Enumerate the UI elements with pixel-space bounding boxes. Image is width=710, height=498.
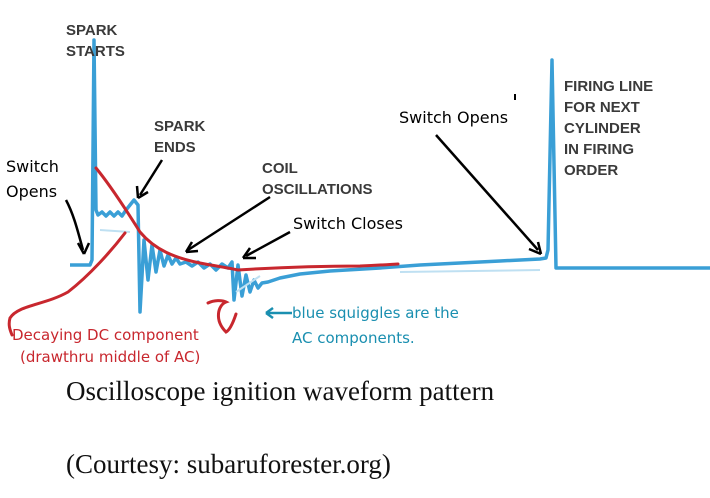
dc-hook-mark [206,299,238,334]
arrow-coil [187,195,271,252]
decaying-dc-line2: (drawthru middle of AC) [20,348,201,366]
blue-squiggles-line2: AC components. [292,329,415,347]
label-firing-line4: IN FIRING [564,141,634,158]
label-firing-line2: FOR NEXT [564,99,640,116]
caption-title: Oscilloscope ignition waveform pattern [66,376,495,406]
annotation-decaying-dc: Decaying DC component (drawthru middle o… [12,324,200,368]
tick-mark [514,94,516,100]
dc-pointer-line [7,231,127,337]
label-firing-line1: FIRING LINE [564,78,654,95]
annotation-blue-squiggles: blue squiggles are the AC components. [292,301,459,351]
arrow-switch-closes [245,230,291,258]
arrow-switch-opens-left-head [76,242,91,255]
switch-opens-left-line1: Switch [6,157,59,176]
annotation-switch-closes: Switch Closes [293,214,403,233]
label-spark-ends-line1: SPARK [154,118,206,135]
arrow-coil-head [184,241,199,254]
arrow-spark-ends-head [135,185,149,200]
label-spark-ends-line2: ENDS [154,139,196,156]
pointer-arrows [64,134,543,260]
label-firing-line5: ORDER [564,162,619,179]
label-spark-starts-line2: STARTS [66,43,125,60]
label-firing-line: FIRING LINE FOR NEXT CYLINDER IN FIRING … [564,76,653,181]
annotation-switch-opens-right: Switch Opens [399,108,509,127]
label-coil-line2: OSCILLATIONS [262,181,373,198]
ignition-waveform-trace [70,38,710,314]
decaying-dc-curve [94,166,400,272]
caption-credit: (Courtesy: subaruforester.org) [66,449,391,479]
label-spark-starts-line1: SPARK [66,22,118,39]
label-firing-line3: CYLINDER [564,120,641,137]
decaying-dc-line1: Decaying DC component [12,326,199,344]
arrow-switch-opens-left [64,199,85,251]
annotation-switch-opens-left: Switch Opens [6,154,59,204]
switch-opens-left-line2: Opens [6,182,58,201]
label-spark-starts: SPARK STARTS [66,20,125,62]
arrow-switch-closes-head [241,247,256,260]
label-coil-oscillations: COIL OSCILLATIONS [262,158,373,200]
ac-pointer-arrow [265,306,292,320]
arrow-switch-opens-right-head [528,241,543,256]
label-spark-ends: SPARK ENDS [154,116,205,158]
label-coil-line1: COIL [262,160,298,177]
arrow-spark-ends [138,159,164,196]
arrow-switch-opens-right [435,134,539,251]
blue-squiggles-line1: blue squiggles are the [292,304,459,322]
